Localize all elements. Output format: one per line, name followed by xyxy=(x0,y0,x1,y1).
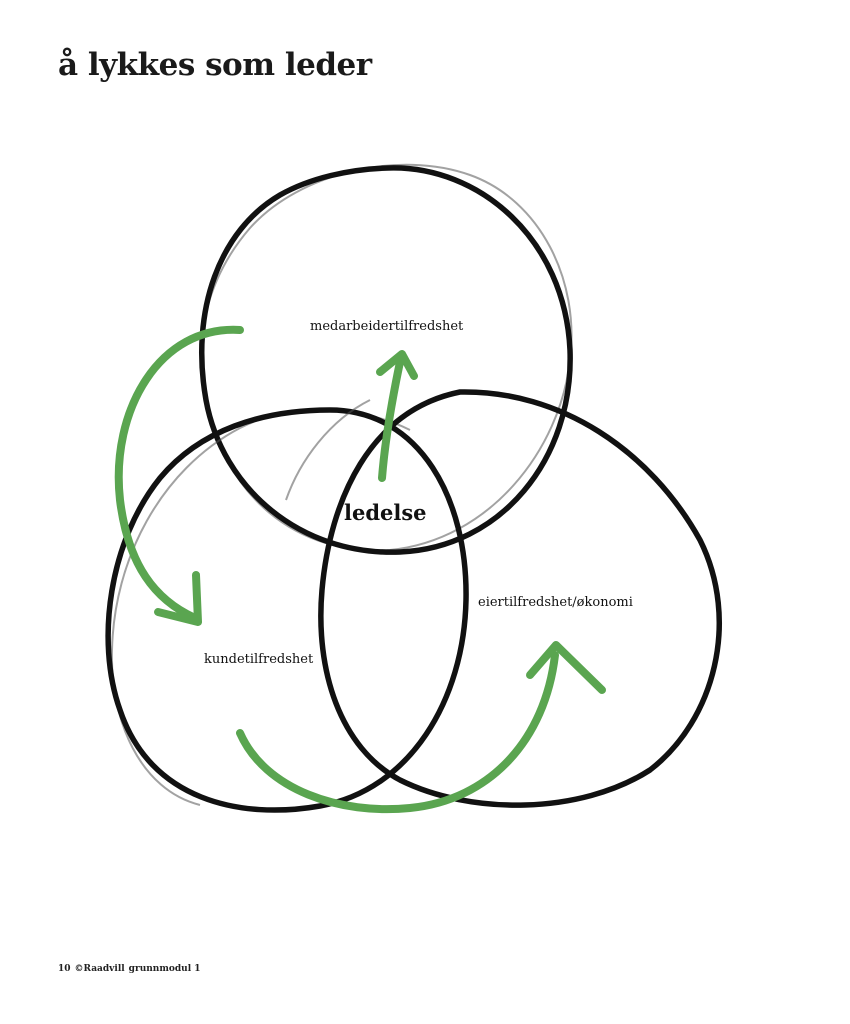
circle-employee-satisfaction xyxy=(198,163,573,555)
label-employee-satisfaction: medarbeidertilfredshet xyxy=(310,319,464,334)
label-customer-satisfaction: kundetilfredshet xyxy=(204,652,314,667)
label-leadership: ledelse xyxy=(344,500,427,525)
label-owner-satisfaction: eiertilfredshet/økonomi xyxy=(478,595,633,610)
footer-module: grunnmodul 1 xyxy=(128,964,201,974)
circle-owner-satisfaction xyxy=(285,389,722,808)
footer-brand: ©Raadvill xyxy=(74,964,125,974)
arrow-leadership-to-employee xyxy=(376,350,418,482)
arrow-employee-to-customer xyxy=(114,325,244,626)
circle-customer-satisfaction xyxy=(105,407,469,813)
arrow-customer-to-owner xyxy=(236,641,606,814)
page-title: å lykkes som leder xyxy=(58,47,372,83)
page-number: 10 xyxy=(58,964,71,974)
